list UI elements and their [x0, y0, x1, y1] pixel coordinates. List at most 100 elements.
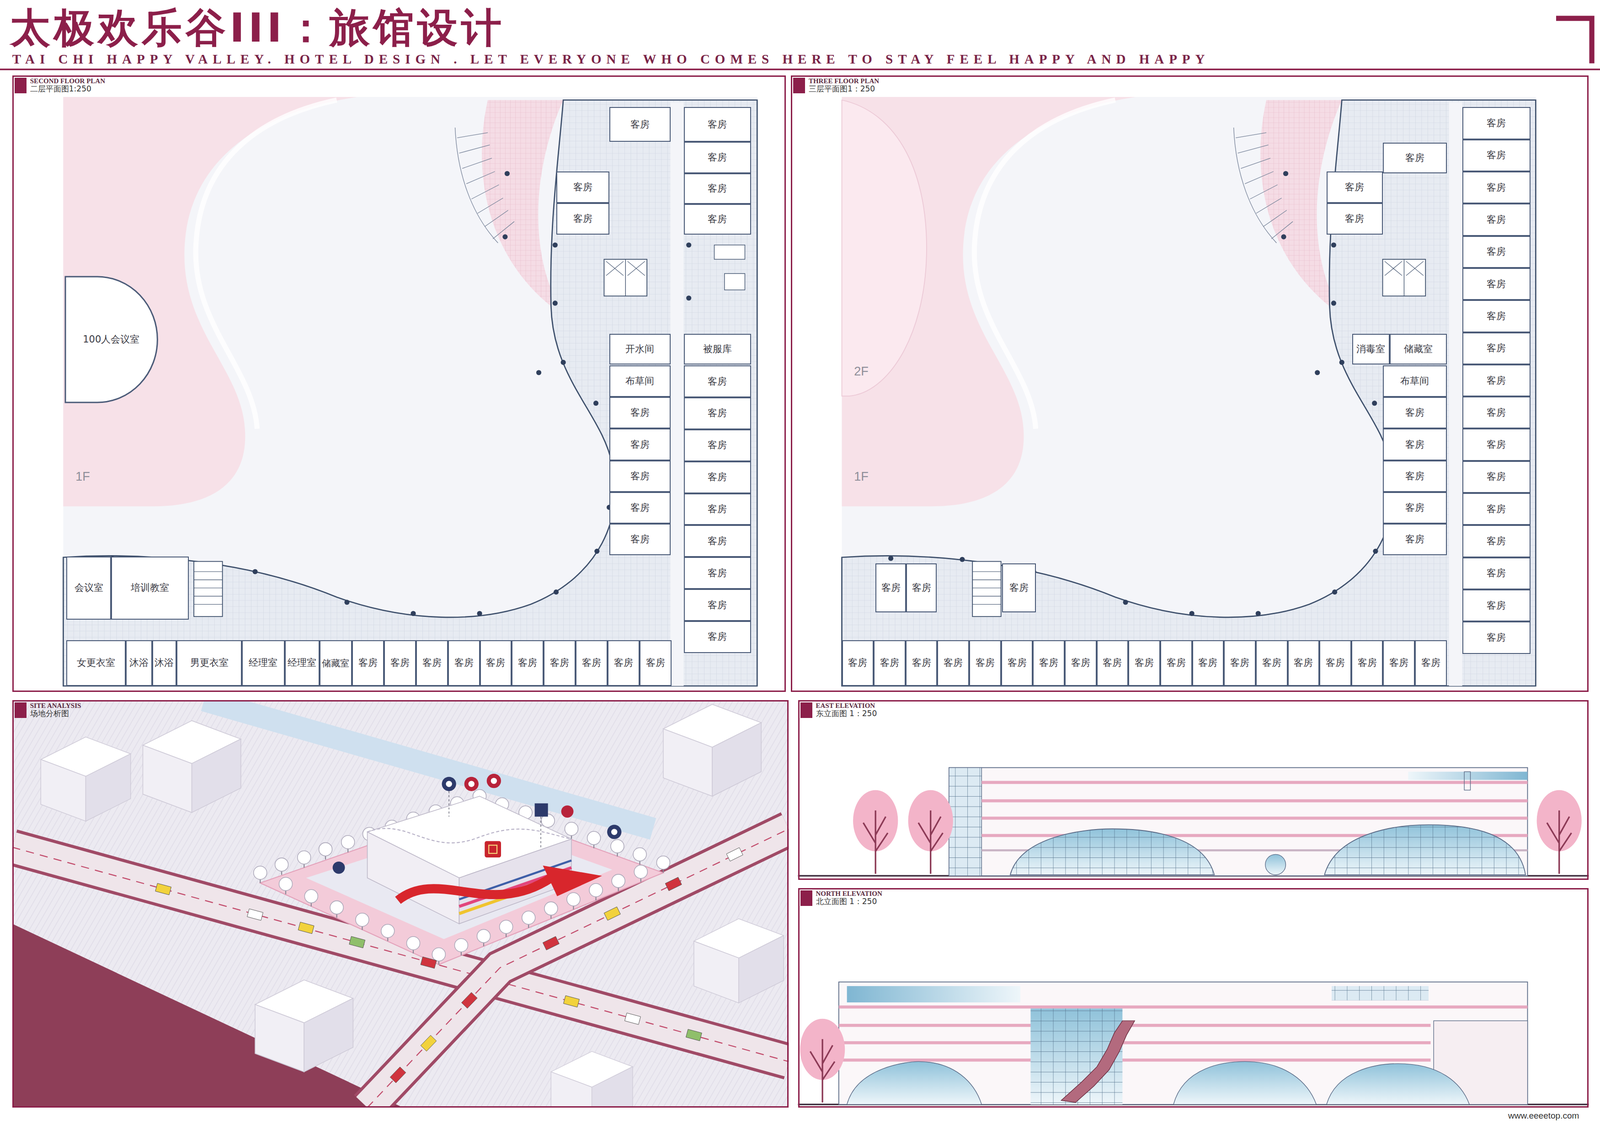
room-box: 客房: [480, 640, 512, 686]
room-label: 客房: [1405, 471, 1425, 481]
room-box: 客房: [1192, 640, 1225, 686]
room-label: 客房: [630, 119, 650, 130]
room-label: 100人会议室: [82, 334, 140, 345]
room-label: 客房: [707, 568, 727, 578]
room-label: 客房: [454, 657, 474, 668]
room-box: 经理室: [241, 640, 285, 686]
room-label: 客房: [707, 376, 727, 387]
heading-english: SECOND FLOOR PLAN: [30, 77, 106, 86]
room-label: 开水间: [625, 344, 655, 354]
room-label: 培训教室: [130, 582, 170, 593]
room-label: 客房: [707, 472, 727, 482]
heading-english: EAST ELEVATION: [816, 702, 878, 710]
room-label: 客房: [1007, 657, 1027, 668]
room-label: 客房: [1486, 214, 1506, 225]
room-box: 女更衣室: [66, 640, 126, 686]
room-label: 客房: [1486, 504, 1506, 514]
room-box: 客房: [1462, 396, 1531, 429]
subtitle: TAI CHI HAPPY VALLEY. HOTEL DESIGN . LET…: [12, 52, 1211, 67]
room-box: 客房: [1064, 640, 1097, 686]
room-label: 客房: [707, 440, 727, 450]
room-box: 客房: [906, 563, 937, 613]
floor-tag: 2F: [853, 364, 869, 379]
room-box: 客房: [543, 640, 576, 686]
panel-heading: NORTH ELEVATION北立面图 1：250: [800, 890, 883, 906]
room-box: 客房: [937, 640, 970, 686]
room-label: 客房: [1486, 343, 1506, 353]
room-box: 布草间: [609, 365, 671, 397]
room-box: 储藏室: [1389, 333, 1447, 365]
room-box: 客房: [905, 640, 938, 686]
heading-chinese: 北立面图 1：250: [816, 897, 883, 906]
room-box: 被服库: [683, 333, 752, 365]
room-box: 客房: [1462, 235, 1531, 268]
room-label: 客房: [1134, 657, 1154, 668]
room-label: 客房: [613, 657, 634, 668]
heading-text: SITE ANALYSIS场地分析图: [30, 702, 82, 718]
room-label: 客房: [1486, 279, 1506, 289]
room-label: 客房: [1486, 600, 1506, 611]
heading-marker: [14, 702, 27, 718]
room-label: 客房: [1344, 182, 1365, 192]
room-label: 客房: [880, 657, 900, 668]
room-box: 客房: [683, 524, 752, 557]
room-label: 客房: [630, 502, 650, 513]
room-box: 客房: [683, 588, 752, 621]
panel-frame: SITE ANALYSIS场地分析图: [12, 699, 790, 1108]
room-label: 客房: [707, 408, 727, 418]
heading-chinese: 东立面图 1：250: [816, 709, 878, 718]
room-label: 经理室: [248, 657, 278, 668]
room-label: 客房: [707, 600, 727, 610]
room-box: 客房: [609, 523, 671, 555]
room-label: 客房: [1405, 502, 1425, 513]
room-box: 客房: [639, 640, 672, 686]
room-box: 客房: [1462, 267, 1531, 300]
room-box: 客房: [842, 640, 875, 686]
room-box: 男更衣室: [176, 640, 242, 686]
room-box: 客房: [448, 640, 480, 686]
room-box: 客房: [1382, 640, 1415, 686]
floor-tag: 1F: [853, 469, 869, 484]
room-label: 客房: [630, 439, 650, 450]
room-label: 客房: [707, 504, 727, 514]
heading-text: EAST ELEVATION东立面图 1：250: [816, 702, 878, 718]
room-label: 客房: [1486, 632, 1506, 643]
room-box: 客房: [1382, 523, 1448, 555]
room-label: 储藏室: [1403, 344, 1433, 354]
room-box: 客房: [1462, 460, 1531, 493]
panel-frame: SECOND FLOOR PLAN二层平面图1:250客房客房客房客房被服库客房…: [12, 75, 786, 692]
room-label: 客房: [1486, 407, 1506, 418]
room-label: 客房: [707, 214, 727, 224]
room-label: 客房: [645, 657, 666, 668]
room-box: 沐浴: [125, 640, 153, 686]
room-box: 客房: [683, 461, 752, 494]
room-label: 客房: [1405, 439, 1425, 450]
room-label: 客房: [848, 657, 868, 668]
room-box: 客房: [1382, 396, 1448, 429]
panel-heading: SECOND FLOOR PLAN二层平面图1:250: [14, 77, 106, 94]
room-box: 客房: [683, 173, 752, 204]
room-label: 会议室: [74, 582, 104, 593]
room-box: 消毒室: [1352, 333, 1391, 365]
room-box: 储藏室: [319, 640, 352, 686]
room-label: 客房: [1405, 534, 1425, 544]
room-label: 被服库: [703, 344, 732, 354]
room-label: 客房: [707, 119, 727, 130]
heading-english: THREE FLOOR PLAN: [808, 77, 880, 86]
room-label: 客房: [1486, 182, 1506, 193]
room-box: 客房: [683, 365, 752, 398]
room-label: 布草间: [625, 376, 655, 386]
room-label: 客房: [1009, 582, 1029, 593]
room-box: 客房: [875, 563, 907, 613]
heading-text: THREE FLOOR PLAN三层平面图1：250: [808, 77, 880, 94]
room-box: 客房: [1326, 202, 1383, 235]
heading-english: NORTH ELEVATION: [816, 890, 883, 898]
room-label: 客房: [1486, 118, 1506, 128]
room-label: 沐浴: [154, 657, 174, 668]
heading-marker: [14, 77, 27, 94]
room-label: 客房: [912, 582, 932, 593]
room-box: 客房: [1128, 640, 1161, 686]
room-box: 客房: [1462, 621, 1531, 654]
room-box: 客房: [1382, 460, 1448, 492]
